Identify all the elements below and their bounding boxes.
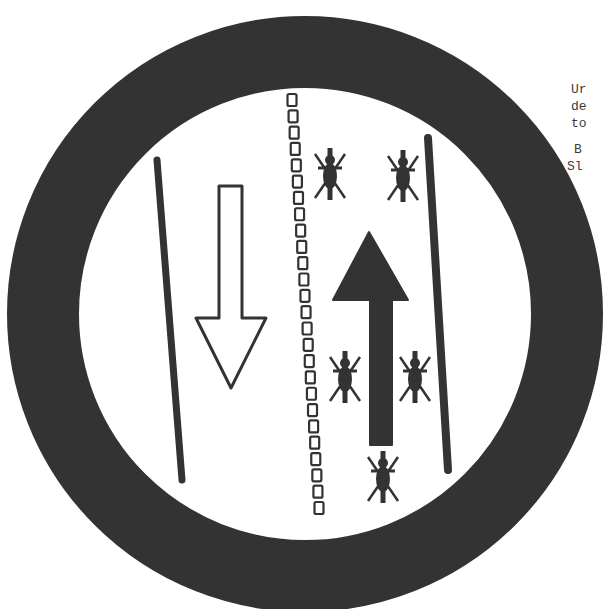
crossed-bicycle	[368, 451, 398, 503]
side-note-fragment: B	[574, 142, 582, 158]
side-note-fragment: Ur	[571, 82, 587, 98]
divider-dash	[313, 486, 322, 498]
divider-dash	[311, 453, 320, 465]
divider-dash	[302, 306, 311, 318]
divider-dash	[309, 420, 318, 432]
divider-dash	[312, 469, 321, 481]
side-note-fragment: Sl	[567, 159, 583, 175]
divider-dash	[303, 322, 312, 334]
upward-arrow	[333, 232, 408, 445]
crossed-bicycle	[330, 351, 360, 403]
divider-dash	[297, 241, 306, 253]
lane-edge-line	[157, 160, 182, 480]
divider-dash	[310, 437, 319, 449]
sign-ring	[43, 52, 567, 576]
side-note-fragment: to	[571, 116, 587, 132]
divider-dash	[296, 225, 305, 237]
divider-dash	[291, 143, 300, 155]
crossed-bicycle	[315, 148, 345, 200]
divider-dash	[288, 94, 297, 106]
divider-dash	[299, 274, 308, 286]
divider-dash	[304, 339, 313, 351]
divider-dash	[300, 290, 309, 302]
crossed-bicycle	[400, 351, 430, 403]
divider-dash	[294, 192, 303, 204]
divider-dash	[308, 404, 317, 416]
divider-dash	[289, 110, 298, 122]
divider-dash	[305, 355, 314, 367]
side-note-fragment: de	[571, 99, 587, 115]
crossed-bicycle	[388, 150, 418, 202]
downward-arrow	[196, 186, 266, 388]
divider-dash	[306, 371, 315, 383]
divider-dash	[307, 388, 316, 400]
divider-dash	[315, 502, 324, 514]
divider-dash	[298, 257, 307, 269]
divider-dash	[292, 159, 301, 171]
lane-edge-line	[428, 138, 448, 470]
divider-dash	[293, 176, 302, 188]
divider-dash	[295, 208, 304, 220]
divider-dash	[290, 127, 299, 139]
